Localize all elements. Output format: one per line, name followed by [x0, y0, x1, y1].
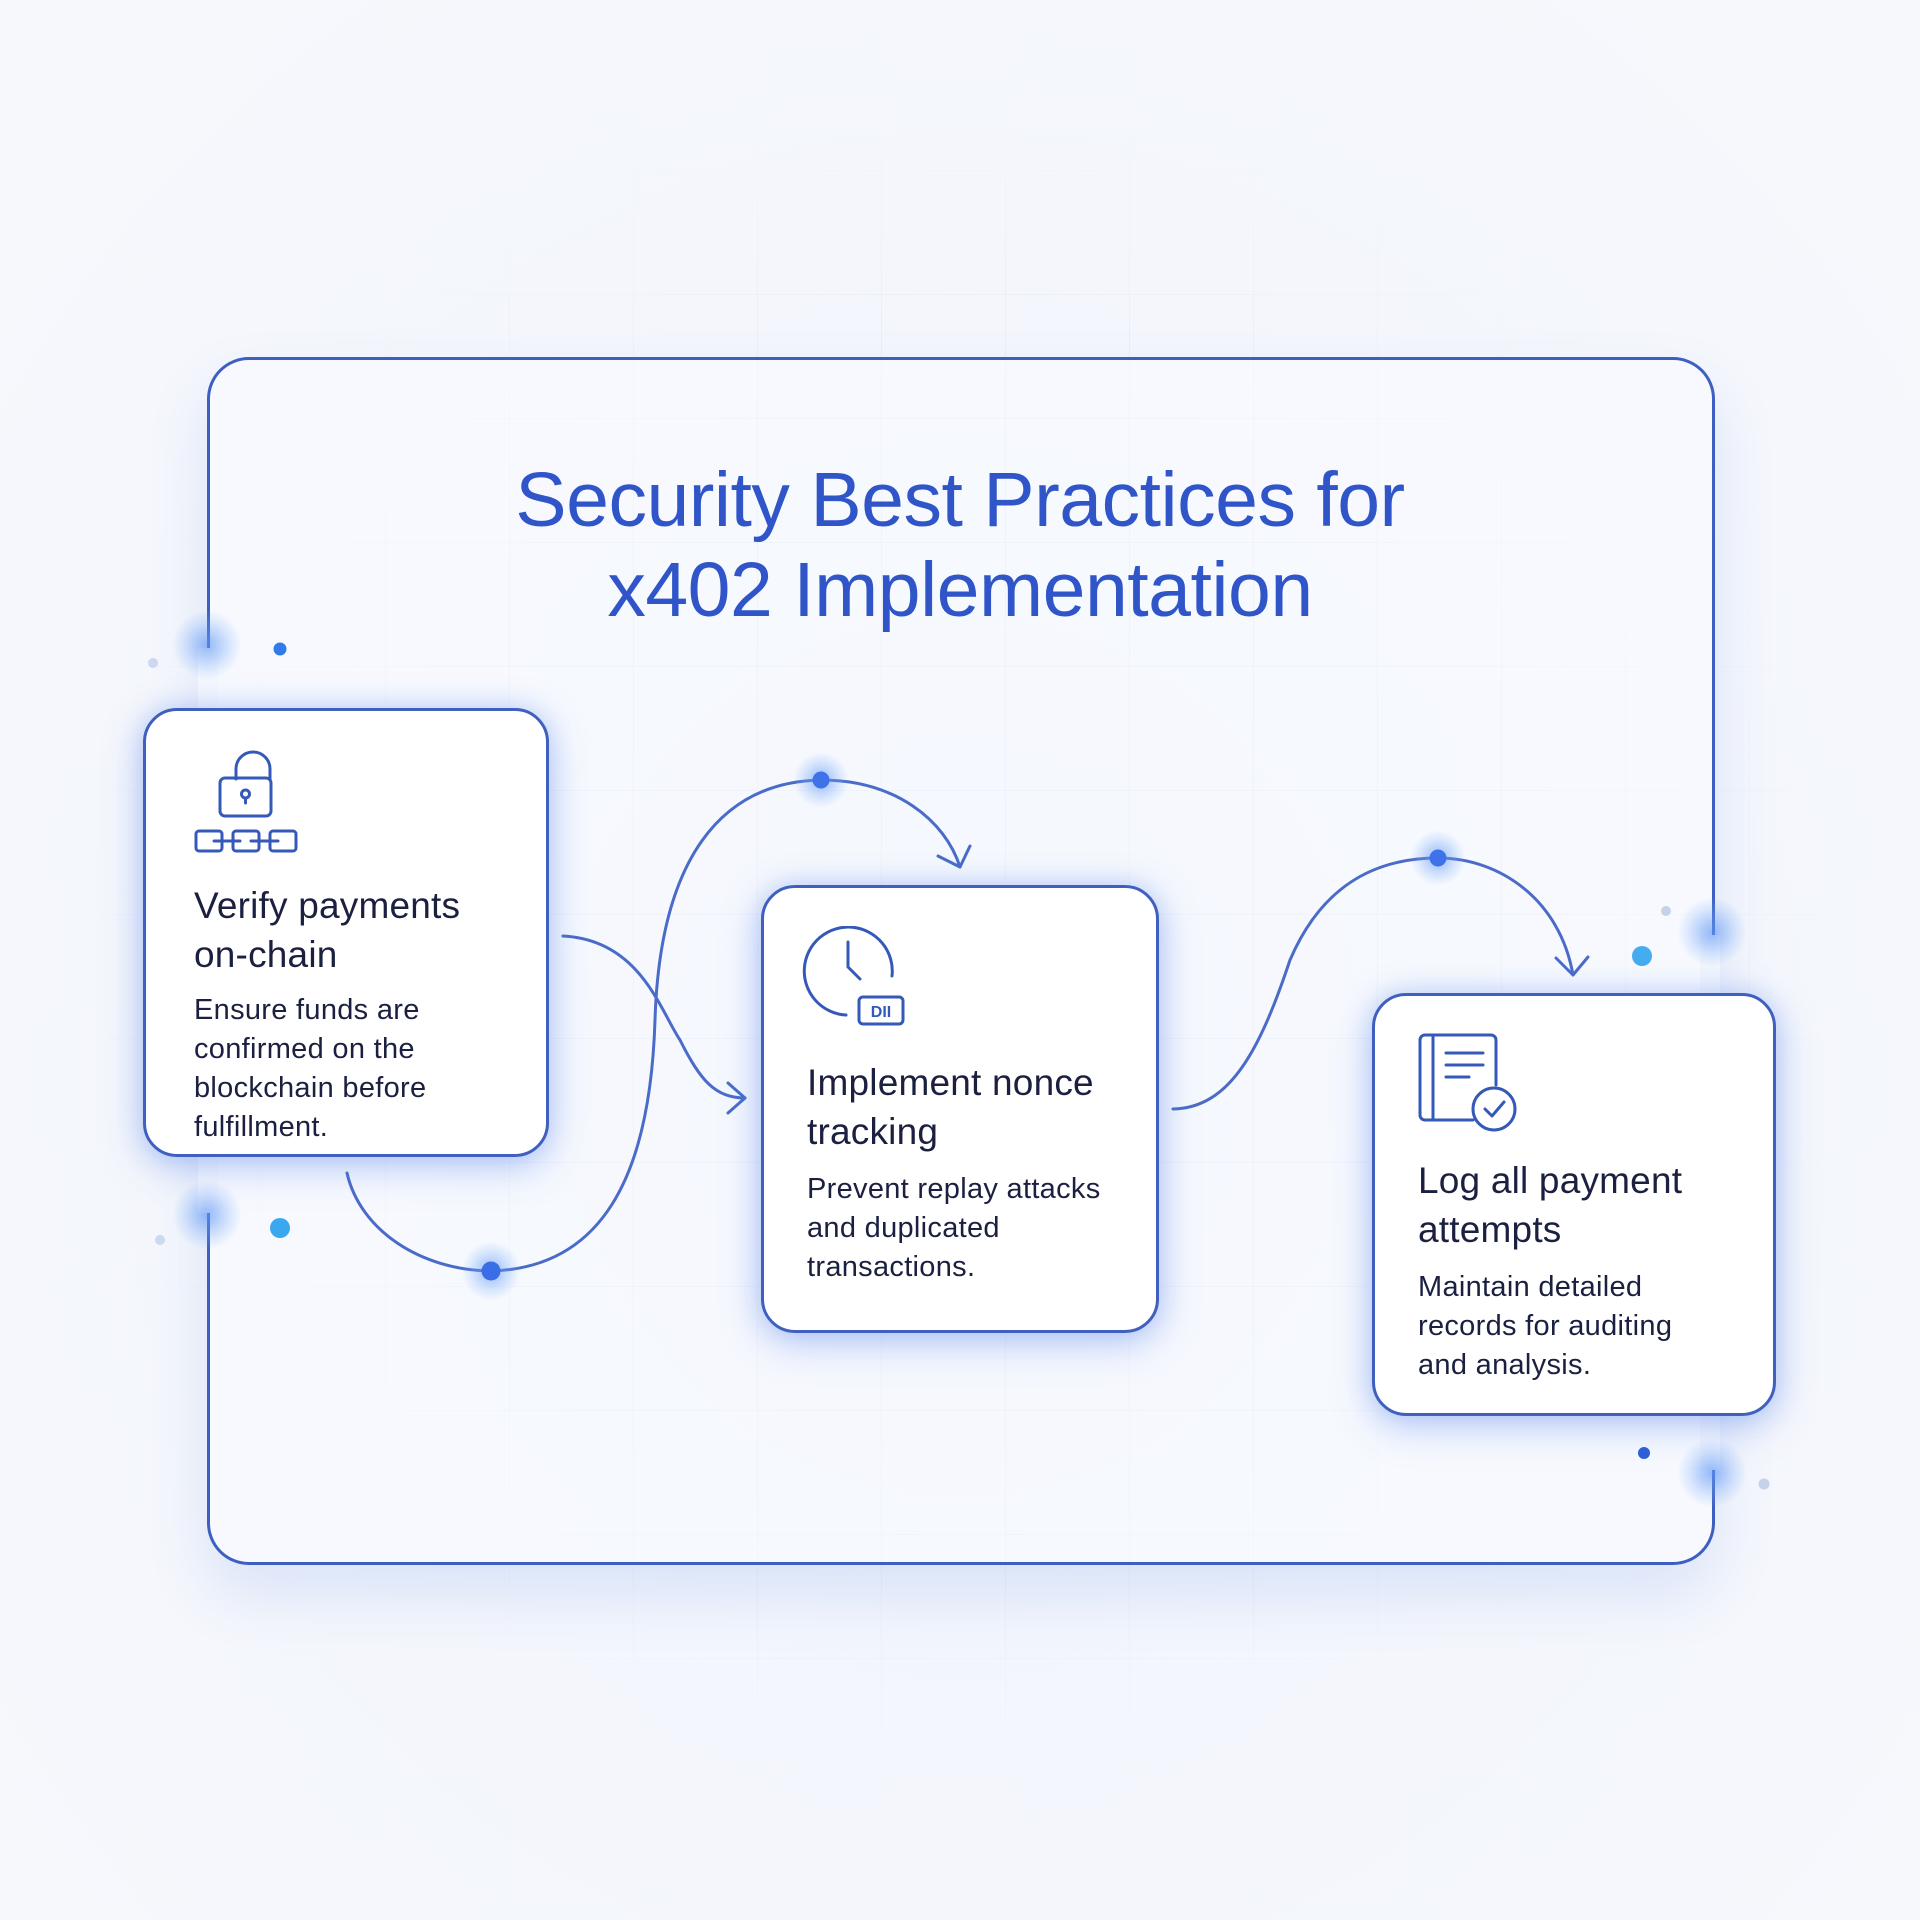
accent-dot-pale	[155, 1235, 165, 1245]
arrowhead-card3-top	[1554, 955, 1590, 977]
body-line: records for auditing	[1418, 1310, 1673, 1342]
accent-dot-pale	[1661, 906, 1671, 916]
card-description: Ensure funds are confirmed on the blockc…	[194, 991, 426, 1147]
arrowhead-card2-left	[726, 1081, 747, 1115]
body-line: and duplicated	[807, 1212, 1000, 1244]
node-dot-top	[812, 771, 830, 789]
title-line-1: Security Best Practices for	[515, 457, 1405, 543]
title-line-2: x402 Implementation	[607, 547, 1313, 633]
card-heading: Log all payment attempts	[1418, 1156, 1682, 1254]
card-nonce-tracking: DII Implement nonce tracking Prevent rep…	[761, 885, 1159, 1333]
accent-dot-pale	[148, 658, 158, 668]
body-line: and analysis.	[1418, 1349, 1592, 1381]
body-line: blockchain before	[194, 1072, 427, 1104]
connector-loop	[345, 778, 962, 1273]
connector-card2-to-card3	[1171, 856, 1575, 1111]
accent-dot-cyan	[270, 1218, 290, 1238]
connector-card1-to-card2	[561, 934, 747, 1100]
accent-dot-cyan	[1632, 946, 1652, 966]
frame-glow-left-bottom	[172, 1180, 242, 1250]
card-verify-payments: Verify payments on-chain Ensure funds ar…	[143, 708, 549, 1157]
frame-glow-right-bottom	[1677, 1438, 1747, 1508]
body-line: Ensure funds are	[194, 994, 420, 1026]
body-line: fulfillment.	[194, 1111, 329, 1143]
body-line: transactions.	[807, 1251, 976, 1283]
heading-line: Log all payment	[1418, 1160, 1683, 1201]
log-document-check-icon	[1417, 1032, 1527, 1142]
card-description: Prevent replay attacks and duplicated tr…	[807, 1170, 1101, 1287]
card-heading: Implement nonce tracking	[807, 1058, 1094, 1156]
heading-line: Implement nonce	[807, 1062, 1094, 1103]
body-line: confirmed on the	[194, 1033, 415, 1065]
arrowhead-card2-top	[936, 844, 972, 869]
accent-dot-blue	[273, 642, 287, 656]
body-line: Maintain detailed	[1418, 1271, 1643, 1303]
clock-nonce-icon: DII	[800, 925, 910, 1031]
svg-text:DII: DII	[871, 1004, 891, 1021]
lock-chain-icon	[192, 749, 302, 859]
heading-line: on-chain	[194, 934, 338, 975]
node-dot-right	[1429, 849, 1447, 867]
card-log-payments: Log all payment attempts Maintain detail…	[1372, 993, 1776, 1416]
frame-glow-right-top	[1677, 897, 1747, 967]
page-title: Security Best Practices for x402 Impleme…	[0, 455, 1920, 635]
heading-line: tracking	[807, 1111, 939, 1152]
frame-glow-left-top	[172, 610, 242, 680]
accent-dot-pale	[1758, 1478, 1770, 1490]
card-description: Maintain detailed records for auditing a…	[1418, 1268, 1672, 1385]
node-dot-bottom	[481, 1261, 501, 1281]
body-line: Prevent replay attacks	[807, 1173, 1101, 1205]
heading-line: Verify payments	[194, 885, 461, 926]
accent-dot-dark	[1638, 1447, 1650, 1459]
heading-line: attempts	[1418, 1209, 1562, 1250]
card-heading: Verify payments on-chain	[194, 881, 460, 979]
